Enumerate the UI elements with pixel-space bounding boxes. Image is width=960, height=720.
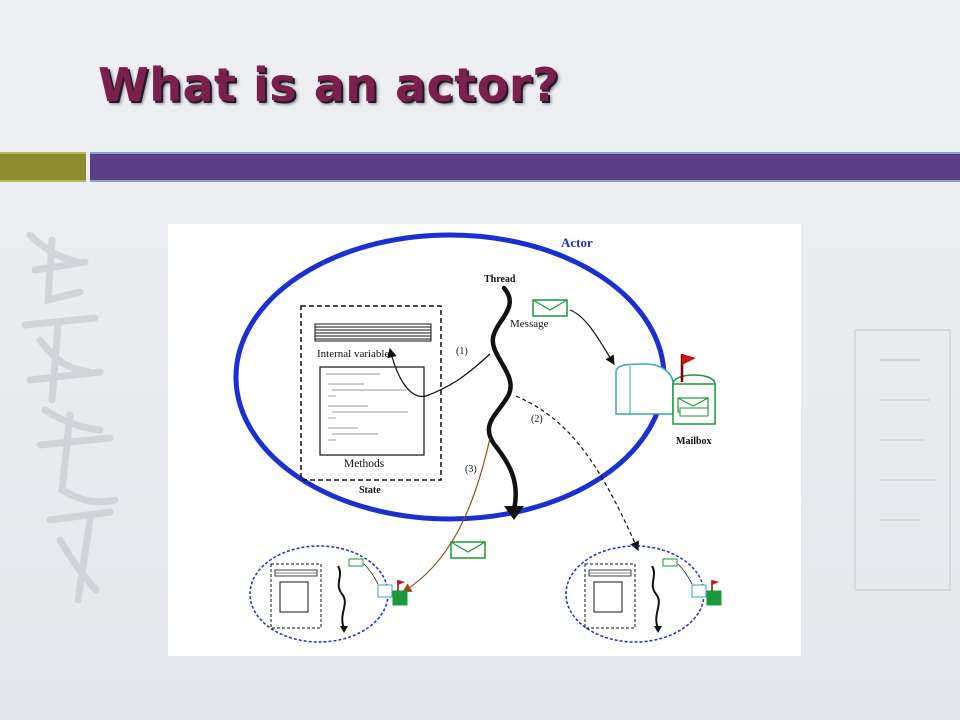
methods-code-lines bbox=[326, 373, 408, 441]
message-envelope-icon bbox=[532, 299, 568, 317]
step-1-label: (1) bbox=[456, 346, 468, 357]
message-to-mailbox-arrow bbox=[569, 309, 615, 366]
methods-label: Methods bbox=[344, 458, 385, 470]
mailbox-label: Mailbox bbox=[676, 436, 712, 447]
step-2-label: (2) bbox=[531, 414, 543, 425]
mailbox-icon bbox=[615, 354, 716, 425]
step-3-label: (3) bbox=[465, 464, 477, 475]
thread-arrowhead bbox=[504, 506, 524, 520]
slide-title: What is an actor? bbox=[98, 58, 560, 112]
title-underline-right bbox=[90, 152, 960, 182]
small-actor-right bbox=[565, 545, 722, 643]
internal-variables-label: Internal variables bbox=[317, 348, 394, 360]
thread-path bbox=[486, 285, 518, 513]
methods-box bbox=[319, 366, 425, 456]
actor-diagram: Actor Internal variables bbox=[168, 224, 801, 656]
step-1-arrow bbox=[387, 347, 491, 397]
message-label: Message bbox=[510, 318, 549, 330]
traveling-message-icon bbox=[450, 541, 486, 559]
state-box bbox=[300, 305, 442, 481]
internal-variables-bars bbox=[314, 323, 432, 342]
title-underline-left bbox=[0, 152, 86, 182]
small-actor-left bbox=[249, 545, 408, 643]
actor-label: Actor bbox=[561, 235, 593, 250]
step-2-arrow bbox=[515, 395, 640, 552]
thread-label: Thread bbox=[484, 274, 516, 285]
state-label: State bbox=[359, 485, 381, 496]
actor-circle bbox=[233, 232, 667, 522]
step-3-arrow bbox=[401, 437, 491, 593]
